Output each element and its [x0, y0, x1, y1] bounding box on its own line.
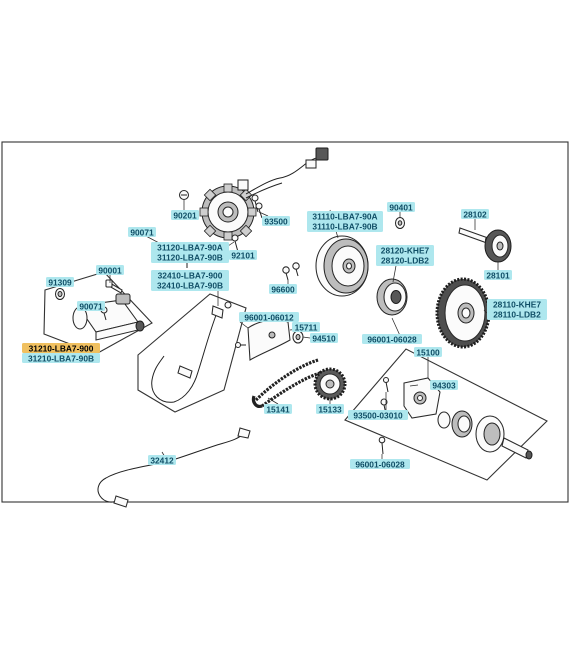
callout-labels: 90201 93500 90401 28102 31110-LBA7-90A 3…	[22, 202, 547, 469]
part-label-90071[interactable]: 90071	[130, 227, 154, 237]
chain-guide-part	[234, 319, 291, 361]
washer-90401-part	[394, 216, 406, 230]
idle-gear-part	[484, 229, 512, 263]
ground-cable-part	[97, 427, 251, 508]
part-label-31210-900[interactable]: 31210-LBA7-900	[29, 343, 94, 353]
highlight-box	[22, 343, 100, 353]
pump-cover-part	[475, 415, 533, 460]
screw-90201-part	[178, 189, 190, 201]
part-label-15711[interactable]: 15711	[295, 322, 318, 332]
diagram-frame	[1, 141, 569, 503]
part-label-91309[interactable]: 91309	[48, 277, 72, 287]
part-label-92101[interactable]: 92101	[231, 250, 255, 260]
part-label-96001-06028-upper[interactable]: 96001-06028	[367, 334, 417, 344]
part-label-31210-90b[interactable]: 31210-LBA7-90B	[28, 353, 94, 363]
part-label-94510[interactable]: 94510	[312, 333, 336, 343]
part-label-15133[interactable]: 15133	[318, 404, 342, 414]
screw-93500-03010-part	[382, 376, 390, 393]
part-label-32410-900[interactable]: 32410-LBA7-900	[158, 271, 223, 281]
part-label-32412[interactable]: 32412	[150, 455, 174, 465]
bolt-90001-part	[105, 279, 123, 294]
screw-93500-part	[251, 194, 263, 219]
starter-clutch-frame	[344, 348, 548, 481]
part-label-31120-90a[interactable]: 31120-LBA7-90A	[157, 243, 223, 253]
seal-94510-part	[292, 330, 304, 344]
part-label-28110-ldb2[interactable]: 28110-LDB2	[493, 310, 541, 320]
part-label-90401[interactable]: 90401	[389, 202, 413, 212]
pump-rotor-part	[437, 410, 473, 438]
screw-96001-lower-part	[378, 436, 386, 455]
part-label-96001-06012[interactable]: 96001-06012	[244, 312, 294, 322]
part-label-28102[interactable]: 28102	[463, 209, 487, 219]
driven-gear-part	[435, 277, 491, 349]
part-label-90001[interactable]: 90001	[98, 265, 122, 275]
starter-motor-part	[54, 287, 145, 341]
part-label-31110-90a[interactable]: 31110-LBA7-90A	[312, 212, 377, 222]
part-label-28120-khe7[interactable]: 28120-KHE7	[381, 246, 430, 256]
sprocket-part	[313, 367, 347, 401]
part-label-15100[interactable]: 15100	[416, 347, 440, 357]
starter-clutch-part	[376, 278, 408, 316]
part-label-94303[interactable]: 94303	[432, 380, 456, 390]
part-label-96600[interactable]: 96600	[271, 284, 295, 294]
part-label-32410-90b[interactable]: 32410-LBA7-90B	[157, 281, 223, 291]
part-label-28101[interactable]: 28101	[486, 270, 510, 280]
part-label-28120-ldb2[interactable]: 28120-LDB2	[381, 256, 429, 266]
part-label-90201[interactable]: 90201	[173, 210, 197, 220]
flywheel-part	[315, 235, 369, 297]
starter-cable-part	[151, 301, 232, 403]
part-label-93500-03010[interactable]: 93500-03010	[353, 410, 403, 420]
label-box	[171, 210, 199, 220]
part-label-93500[interactable]: 93500	[264, 216, 288, 226]
part-label-96001-06028-lower[interactable]: 96001-06028	[355, 459, 405, 469]
part-label-31120-90b[interactable]: 31120-LBA7-90B	[157, 253, 223, 263]
drive-chain-part	[251, 358, 325, 408]
starter-cable-frame	[137, 293, 247, 413]
stator-coil-part	[199, 147, 329, 241]
part-label-90071-lower[interactable]: 90071	[79, 301, 103, 311]
part-label-31110-90b[interactable]: 31110-LBA7-90B	[312, 222, 377, 232]
starter-motor-frame	[43, 271, 153, 355]
screw-96600-part	[282, 262, 300, 281]
part-label-28110-khe7[interactable]: 28110-KHE7	[493, 300, 541, 310]
part-label-15141[interactable]: 15141	[266, 404, 290, 414]
